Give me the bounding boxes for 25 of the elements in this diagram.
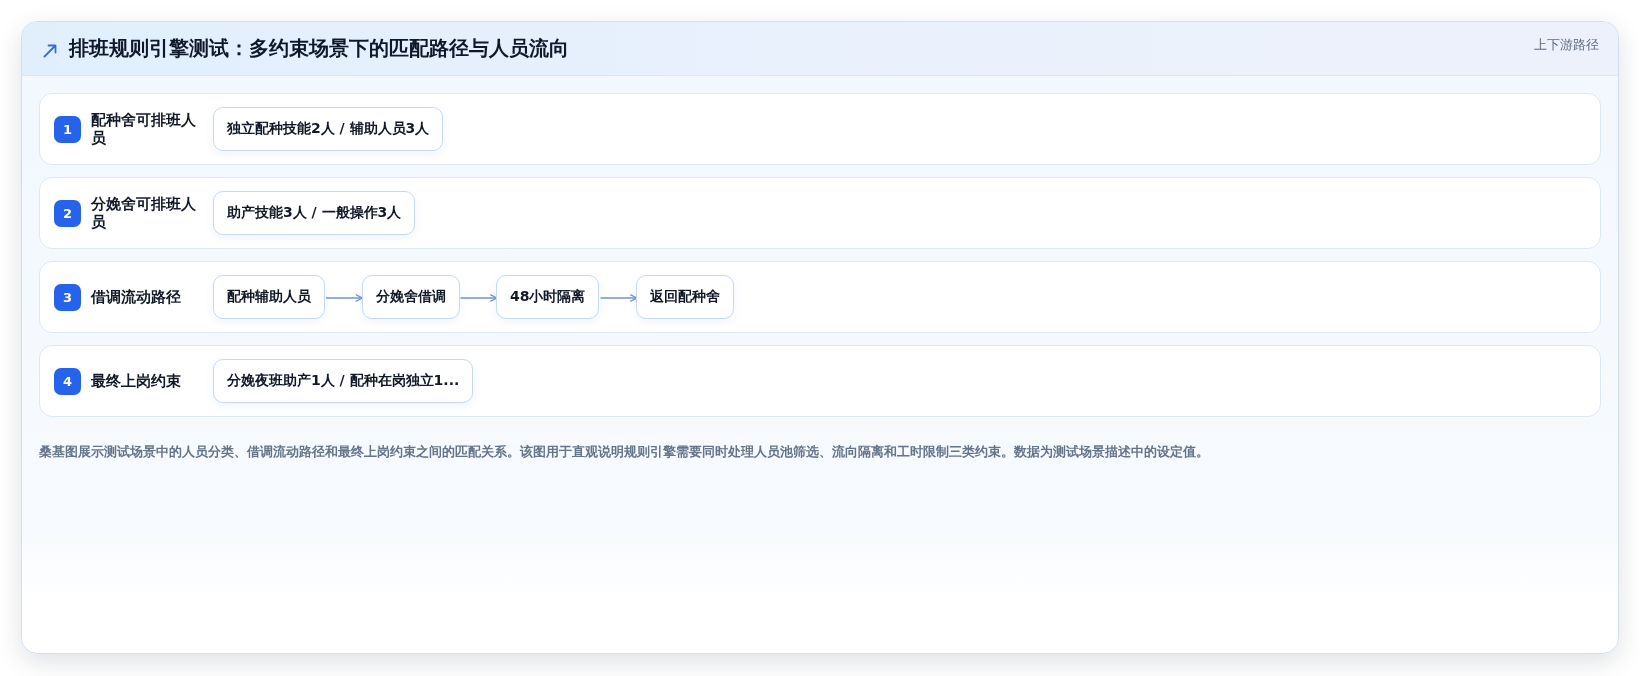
row-panel: [39, 261, 1601, 333]
value-chip: 分娩舍借调: [361, 275, 460, 319]
flow-arrow: [325, 294, 364, 302]
value-chip: 48小时隔离: [496, 275, 600, 319]
row-panel: [39, 177, 1601, 249]
card-title: 排班规则引擎测试：多约束场景下的匹配路径与人员流向: [69, 36, 569, 62]
value-chip: 独立配种技能2人 / 辅助人员3人: [213, 107, 444, 151]
value-chip: 助产技能3人 / 一般操作3人: [213, 191, 416, 235]
step-number-badge: 1: [54, 115, 81, 143]
flow-arrow: [459, 294, 498, 302]
caption-text: 桑基图展示测试场景中的人员分类、借调流动路径和最终上岗约束之间的匹配关系。该图用于直观说明规则引擎需要同时处理人员池筛选、流向隔离和工时限制三类约束。数据为测试场景描述中的设定值。: [39, 443, 1209, 461]
row-label: 分娩舍可排班人员: [91, 195, 197, 231]
step-number-badge: 2: [54, 199, 81, 227]
value-chip: 分娩夜班助产1人 / 配种在岗独立1...: [213, 359, 474, 403]
step-number-badge: 3: [54, 283, 81, 311]
row-label: 最终上岗约束: [91, 372, 182, 390]
row-label: 配种舍可排班人员: [91, 111, 197, 147]
row-label: 借调流动路径: [91, 288, 182, 306]
header-note: 上下游路径: [1534, 36, 1599, 54]
row-panel: [39, 345, 1601, 417]
step-number-badge: 4: [54, 367, 81, 395]
row-panel: [39, 93, 1601, 165]
value-chip: 返回配种舍: [636, 275, 734, 319]
flow-arrow: [599, 294, 638, 302]
value-chip: 配种辅助人员: [213, 275, 325, 319]
